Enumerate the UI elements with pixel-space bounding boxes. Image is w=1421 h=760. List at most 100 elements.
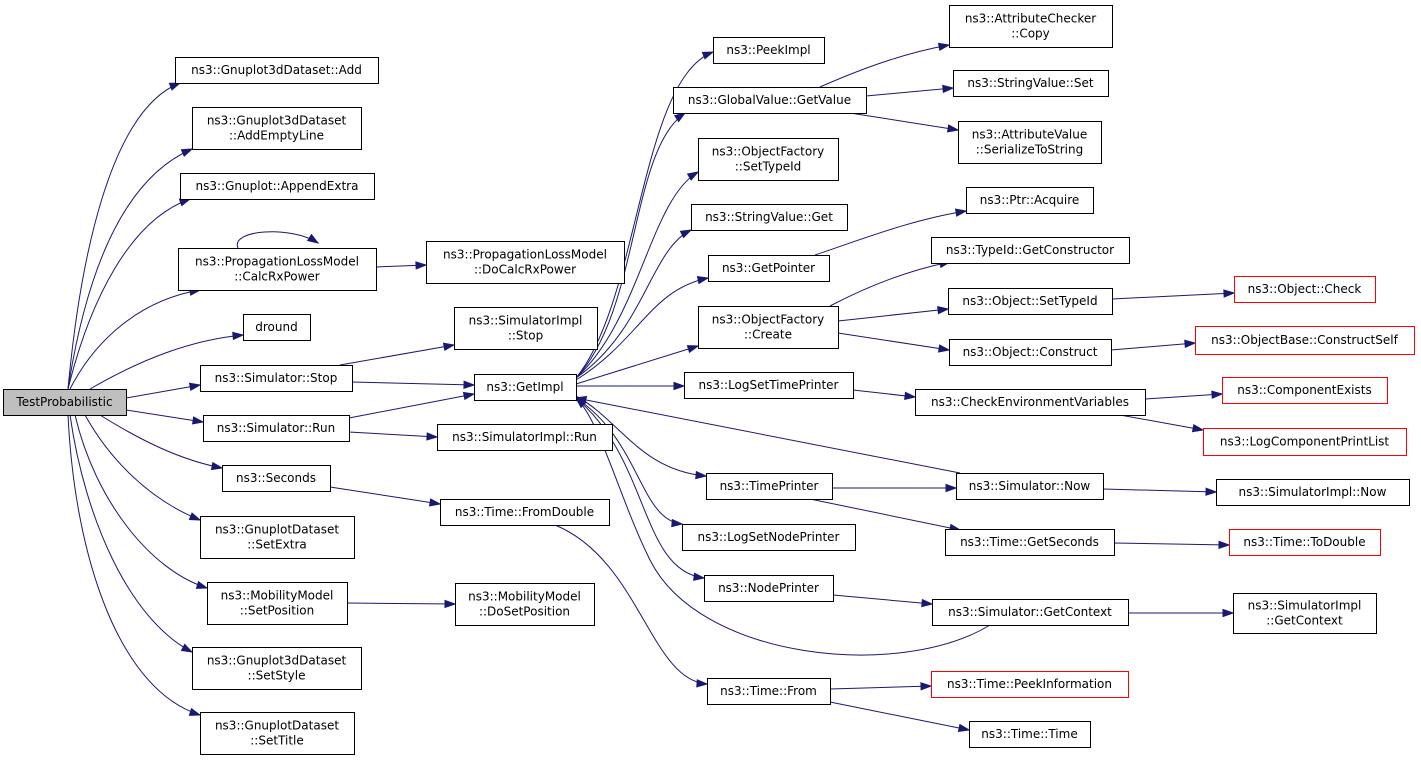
node-logsettimeprinter[interactable]: ns3::LogSetTimePrinter (684, 372, 854, 399)
node-box[interactable] (915, 389, 1146, 416)
node-timepeekinfo[interactable]: ns3::Time::PeekInformation (931, 671, 1129, 698)
node-simimplstop[interactable]: ns3::SimulatorImpl::Stop (454, 307, 598, 350)
node-box[interactable] (243, 314, 311, 341)
node-gvgetvalue[interactable]: ns3::GlobalValue::GetValue (673, 87, 867, 114)
node-simimplrun[interactable]: ns3::SimulatorImpl::Run (437, 424, 613, 451)
node-box[interactable] (454, 307, 598, 350)
node-box[interactable] (1216, 479, 1410, 506)
node-g3setstyle[interactable]: ns3::Gnuplot3dDataset::SetStyle (192, 647, 362, 690)
node-getpointer[interactable]: ns3::GetPointer (708, 255, 830, 282)
node-timetime[interactable]: ns3::Time::Time (969, 721, 1091, 748)
node-box[interactable] (698, 138, 839, 181)
node-box[interactable] (1222, 377, 1388, 404)
node-timegetseconds[interactable]: ns3::Time::GetSeconds (945, 529, 1115, 556)
node-gappend[interactable]: ns3::Gnuplot::AppendExtra (180, 173, 375, 200)
node-box[interactable] (698, 306, 839, 349)
node-box[interactable] (966, 187, 1094, 214)
node-svget[interactable]: ns3::StringValue::Get (691, 204, 848, 231)
node-box[interactable] (673, 87, 867, 114)
node-logsetnodeprinter[interactable]: ns3::LogSetNodePrinter (682, 524, 856, 551)
node-ptracquire[interactable]: ns3::Ptr::Acquire (966, 187, 1094, 214)
node-gdsettitle[interactable]: ns3::GnuplotDataset::SetTitle (200, 712, 355, 755)
node-box[interactable] (953, 70, 1109, 97)
node-box[interactable] (682, 524, 856, 551)
node-box[interactable] (175, 57, 379, 84)
node-box[interactable] (437, 424, 613, 451)
node-box[interactable] (969, 721, 1091, 748)
node-box[interactable] (708, 255, 830, 282)
node-simrun[interactable]: ns3::Simulator::Run (203, 415, 350, 442)
node-objsettypeid[interactable]: ns3::Object::SetTypeId (948, 288, 1113, 315)
node-nodeprinter[interactable]: ns3::NodePrinter (704, 575, 834, 602)
node-avserialize[interactable]: ns3::AttributeValue::SerializeToString (958, 121, 1102, 164)
node-box[interactable] (949, 5, 1113, 48)
node-timetodouble[interactable]: ns3::Time::ToDouble (1229, 529, 1381, 556)
node-box[interactable] (945, 529, 1115, 556)
node-simimplnow[interactable]: ns3::SimulatorImpl::Now (1216, 479, 1410, 506)
node-box[interactable] (931, 671, 1129, 698)
node-timeprinter[interactable]: ns3::TimePrinter (706, 473, 833, 500)
node-box[interactable] (1229, 529, 1381, 556)
node-svset[interactable]: ns3::StringValue::Set (953, 70, 1109, 97)
node-g3add[interactable]: ns3::Gnuplot3dDataset::Add (175, 57, 379, 84)
node-box[interactable] (192, 647, 362, 690)
node-testprob[interactable]: TestProbabilistic (3, 389, 127, 416)
node-simnow[interactable]: ns3::Simulator::Now (956, 473, 1104, 500)
node-box[interactable] (1234, 276, 1376, 303)
node-box[interactable] (3, 389, 127, 416)
node-box[interactable] (1195, 326, 1415, 355)
node-timefromdouble[interactable]: ns3::Time::FromDouble (440, 499, 610, 526)
node-box[interactable] (707, 678, 831, 705)
node-peekimpl[interactable]: ns3::PeekImpl (713, 37, 825, 64)
node-acccopy[interactable]: ns3::AttributeChecker::Copy (949, 5, 1113, 48)
node-box[interactable] (1203, 428, 1407, 456)
node-box[interactable] (207, 582, 348, 625)
node-box[interactable] (691, 204, 848, 231)
node-mmsetpos[interactable]: ns3::MobilityModel::SetPosition (207, 582, 348, 625)
node-mmdosetpos[interactable]: ns3::MobilityModel::DoSetPosition (455, 583, 595, 626)
node-box[interactable] (200, 712, 355, 755)
node-box[interactable] (706, 473, 833, 500)
node-box[interactable] (455, 583, 595, 626)
node-box[interactable] (426, 241, 625, 284)
node-box[interactable] (440, 499, 610, 526)
node-box[interactable] (1233, 593, 1377, 634)
node-objconstruct[interactable]: ns3::Object::Construct (949, 339, 1112, 366)
node-box[interactable] (203, 415, 350, 442)
node-ofcreate[interactable]: ns3::ObjectFactory::Create (698, 306, 839, 349)
node-box[interactable] (958, 121, 1102, 164)
node-box[interactable] (956, 473, 1104, 500)
node-box[interactable] (931, 237, 1130, 264)
node-box[interactable] (200, 516, 355, 559)
node-gdsetextra[interactable]: ns3::GnuplotDataset::SetExtra (200, 516, 355, 559)
node-simimplgetctx[interactable]: ns3::SimulatorImpl::GetContext (1233, 593, 1377, 634)
node-timefrom[interactable]: ns3::Time::From (707, 678, 831, 705)
node-box[interactable] (704, 575, 834, 602)
node-box[interactable] (713, 37, 825, 64)
node-objbaseconstruct[interactable]: ns3::ObjectBase::ConstructSelf (1195, 326, 1415, 355)
node-compexists[interactable]: ns3::ComponentExists (1222, 377, 1388, 404)
node-checkenv[interactable]: ns3::CheckEnvironmentVariables (915, 389, 1146, 416)
node-box[interactable] (200, 365, 353, 392)
node-typeidgetctor[interactable]: ns3::TypeId::GetConstructor (931, 237, 1130, 264)
node-objcheck[interactable]: ns3::Object::Check (1234, 276, 1376, 303)
node-box[interactable] (684, 372, 854, 399)
node-box[interactable] (474, 374, 577, 401)
node-simgetcontext[interactable]: ns3::Simulator::GetContext (932, 599, 1129, 626)
node-simstop[interactable]: ns3::Simulator::Stop (200, 365, 353, 392)
node-g3addempty[interactable]: ns3::Gnuplot3dDataset::AddEmptyLine (192, 107, 362, 150)
node-getimpl[interactable]: ns3::GetImpl (474, 374, 577, 401)
node-seconds[interactable]: ns3::Seconds (222, 465, 331, 492)
node-box[interactable] (178, 248, 377, 291)
node-box[interactable] (948, 288, 1113, 315)
node-box[interactable] (222, 465, 331, 492)
node-box[interactable] (180, 173, 375, 200)
node-dround[interactable]: dround (243, 314, 311, 341)
node-plmcalc[interactable]: ns3::PropagationLossModel::CalcRxPower (178, 248, 377, 291)
node-box[interactable] (932, 599, 1129, 626)
node-box[interactable] (949, 339, 1112, 366)
node-logcompprint[interactable]: ns3::LogComponentPrintList (1203, 428, 1407, 456)
node-plmdocalc[interactable]: ns3::PropagationLossModel::DoCalcRxPower (426, 241, 625, 284)
node-ofsettypeid[interactable]: ns3::ObjectFactory::SetTypeId (698, 138, 839, 181)
node-box[interactable] (192, 107, 362, 150)
